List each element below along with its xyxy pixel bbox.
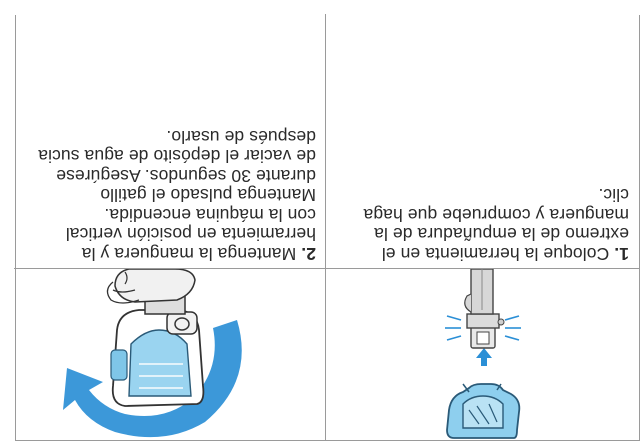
instruction-table: 1. Coloque la herramienta en el extremo … (15, 15, 640, 441)
step-2-text: 2. Mantenga la manguera y la herramienta… (36, 127, 316, 264)
column-divider (325, 14, 326, 440)
hand-icon (107, 269, 195, 314)
tool-attach-illustration-icon (327, 269, 639, 440)
hose-connector-icon (465, 269, 504, 348)
tool-body-icon (111, 310, 203, 406)
step-1-description: Coloque la herramienta en el extremo de … (363, 186, 629, 265)
hand-rotate-tool-illustration-icon (13, 269, 325, 440)
step-2-description: Mantenga la manguera y la herramienta en… (38, 127, 316, 264)
step-1-illustration (327, 269, 639, 440)
up-arrow-icon (476, 348, 492, 366)
step-1-text: 1. Coloque la herramienta en el extremo … (349, 185, 629, 263)
step-1-number: 1. (614, 244, 629, 264)
step-2-number: 2. (301, 244, 316, 264)
step-2-illustration (13, 269, 325, 440)
blue-tool-icon (447, 384, 519, 438)
